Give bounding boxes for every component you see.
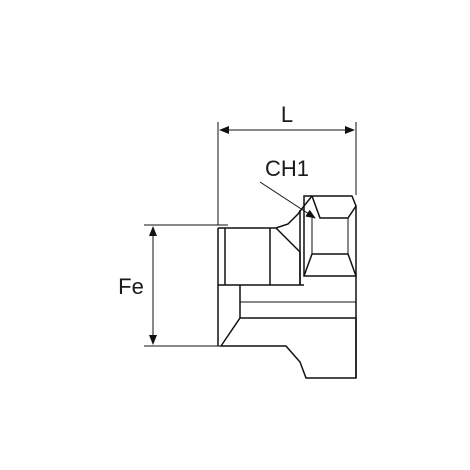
length-label: L (281, 102, 293, 127)
dimension-wrench-size: CH1 (259, 156, 316, 219)
dimension-thread-diameter: Fe (118, 224, 228, 347)
hex-head-bottom-facet (303, 253, 357, 277)
section-hatch (219, 317, 357, 379)
fitting-plug (217, 195, 357, 379)
thread-diameter-label: Fe (118, 274, 144, 299)
dimension-length: L (217, 102, 357, 225)
hex-head-top-facet (311, 195, 357, 219)
wrench-size-label: CH1 (265, 156, 309, 181)
neck-contour (275, 227, 301, 285)
wrench-size-leader (259, 181, 316, 219)
upper-contour (218, 195, 312, 229)
